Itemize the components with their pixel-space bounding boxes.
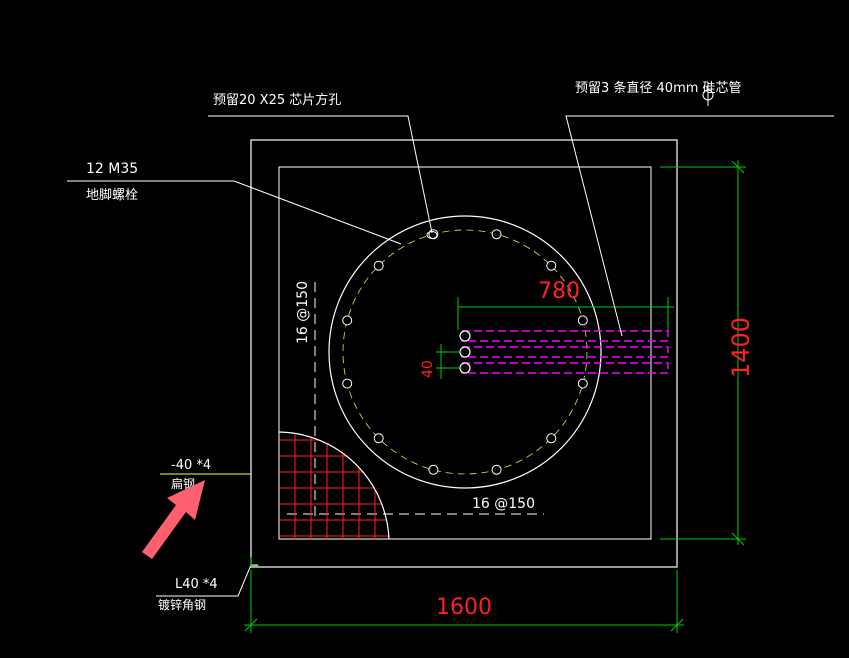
diameter-symbol — [702, 82, 714, 106]
label-flat-steel-spec: -40 *4 — [171, 458, 211, 473]
dim-pipe-spacing — [436, 344, 462, 379]
hatch-arc — [278, 431, 390, 540]
outer-boundary — [250, 139, 678, 568]
label-angle-steel-name: 镀锌角钢 — [158, 598, 206, 612]
angle-steel-mark — [250, 557, 259, 567]
label-bolts-name: 地脚螺栓 — [86, 187, 138, 203]
dim-pipe-spacing-text: 40 — [420, 360, 436, 378]
dim-pipe-length-text: 780 — [538, 279, 580, 304]
annotation-arrow — [142, 480, 205, 559]
anchor-bolts — [342, 229, 588, 475]
dim-pipe-length — [457, 297, 674, 330]
anchor-bolt — [373, 433, 384, 444]
anchor-bolt — [546, 260, 557, 271]
leader-bolts — [67, 180, 402, 245]
base-circle — [328, 215, 602, 489]
label-square-hole: 预留20 X25 芯片方孔 — [213, 92, 341, 108]
pipe-ends — [459, 330, 471, 374]
anchor-bolt — [577, 378, 588, 389]
label-rebar-vertical: 16 @150 — [295, 281, 311, 344]
anchor-bolt — [428, 464, 439, 475]
label-angle-steel-spec: L40 *4 — [175, 577, 218, 592]
anchor-bolt — [491, 464, 502, 475]
hatch-region — [279, 432, 389, 539]
conduit-pipes — [461, 330, 669, 374]
leader-angle-steel — [156, 564, 258, 597]
anchor-bolt — [491, 229, 502, 240]
anchor-bolt — [342, 315, 353, 326]
anchor-bolt — [373, 260, 384, 271]
label-rebar-horizontal: 16 @150 — [472, 496, 535, 512]
dim-height-text: 1400 — [727, 317, 755, 378]
dim-width-text: 1600 — [436, 595, 492, 620]
label-flat-steel-name: 扁钢 — [171, 477, 195, 491]
anchor-bolt — [546, 433, 557, 444]
dim-height — [660, 160, 746, 546]
anchor-bolt — [342, 378, 353, 389]
dim-width — [244, 570, 684, 633]
label-pipes: 预留3 条直径 40mm 硅芯管 — [575, 80, 742, 96]
bolt-circle — [342, 229, 588, 475]
leader-pipes — [565, 115, 834, 337]
leader-square-hole — [208, 115, 433, 234]
anchor-bolt — [577, 315, 588, 326]
label-bolts-count: 12 M35 — [86, 161, 138, 177]
